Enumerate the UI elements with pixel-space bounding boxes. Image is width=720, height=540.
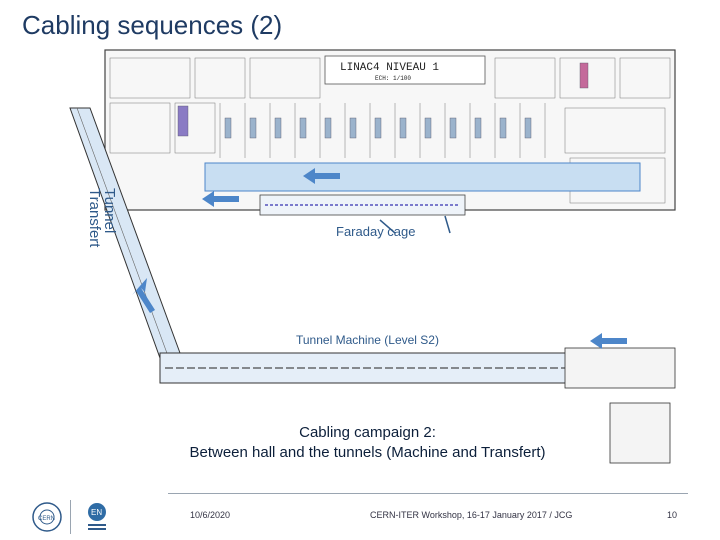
footer-date: 10/6/2020 bbox=[190, 510, 231, 520]
arrow-group bbox=[132, 168, 627, 349]
plan-header: LINAC4 NIVEAU 1 bbox=[340, 62, 439, 74]
faraday-pointer-2 bbox=[444, 215, 451, 234]
tunnel-label-line1: Tunnel bbox=[101, 188, 118, 234]
slide-title: Cabling sequences (2) bbox=[22, 10, 283, 40]
arrow-icon-diagonal bbox=[132, 278, 155, 313]
room-grid bbox=[109, 57, 671, 204]
hall-corridor bbox=[204, 162, 641, 192]
svg-text:EN: EN bbox=[91, 508, 102, 517]
arrow-icon-hall-left bbox=[202, 191, 239, 207]
equipment-blocks bbox=[177, 62, 589, 139]
logo-divider bbox=[70, 500, 71, 534]
tunnel-transfert-label: Tunnel Transfert bbox=[86, 188, 118, 248]
en-logo-icon: EN bbox=[88, 503, 106, 530]
floor-plan: LINAC4 NIVEAU 1 ECH: 1/100 bbox=[69, 49, 676, 464]
footer-divider bbox=[168, 493, 688, 494]
svg-text:CERN: CERN bbox=[38, 516, 55, 522]
tunnel-machine-label: Tunnel Machine (Level S2) bbox=[296, 333, 439, 347]
plan-header-box bbox=[324, 55, 486, 85]
arrow-icon-machine bbox=[590, 333, 627, 349]
campaign-line2: Between hall and the tunnels (Machine an… bbox=[189, 444, 546, 461]
machine-tunnel-end bbox=[564, 347, 676, 389]
plan-scale: ECH: 1/100 bbox=[375, 75, 411, 82]
faraday-pointer bbox=[379, 219, 396, 234]
campaign-line1: Cabling campaign 2: bbox=[299, 424, 436, 441]
tunnel-label-line2: Transfert bbox=[86, 188, 103, 248]
arrow-icon-hall bbox=[303, 168, 340, 184]
faraday-cage-label: Faraday cage bbox=[336, 224, 416, 239]
cern-logo-icon: CERN bbox=[32, 502, 62, 532]
footer-event: CERN-ITER Workshop, 16-17 January 2017 /… bbox=[370, 510, 573, 520]
footer-page-number: 10 bbox=[667, 510, 678, 520]
lower-room bbox=[609, 402, 671, 464]
